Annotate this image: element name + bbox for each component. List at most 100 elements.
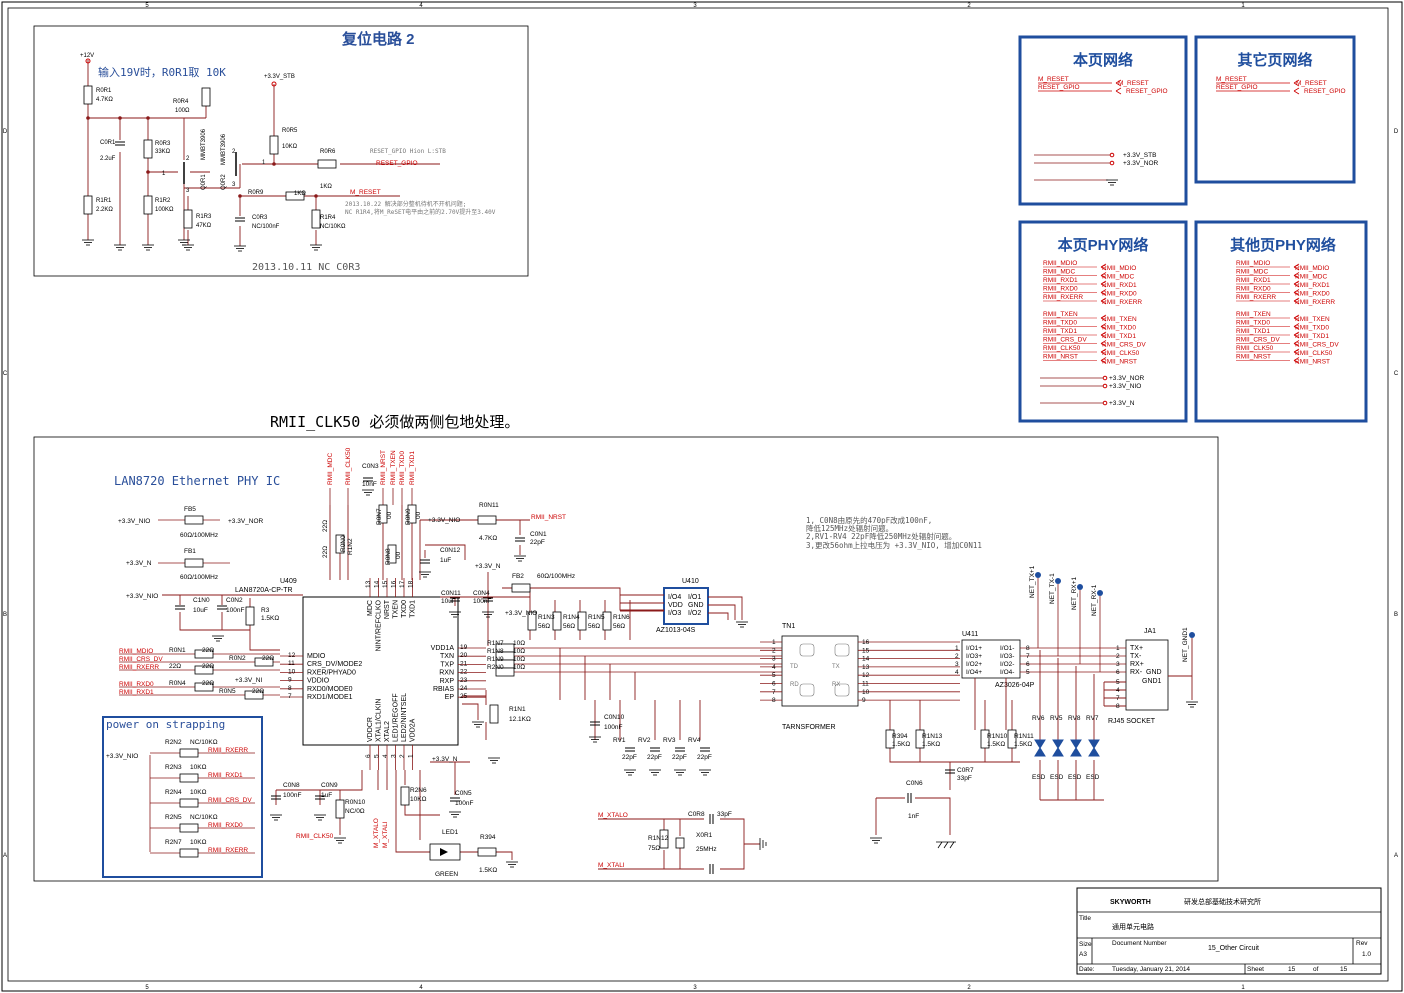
cap-c0n4	[483, 597, 493, 602]
tb-date-label: Date:	[1079, 966, 1095, 973]
ic-left-pin-num-1: 11	[288, 660, 295, 667]
series-resistor-r0n6	[244, 690, 264, 700]
label-r0r1: R0R1	[96, 88, 112, 94]
chassis-ground	[936, 841, 956, 849]
u411-num-l-2: 3	[955, 661, 959, 668]
reset-circuit: 复位电路 2 输入19V时，R0R1取 10K 2013.10.11 NC C0…	[33, 25, 529, 277]
test-point-label-2: NET_RX+1	[1071, 577, 1078, 610]
strap-net-3: RMII_RXD0	[208, 822, 243, 829]
q0r2-pin-1: 1	[262, 160, 266, 166]
rail-ni-label: +3.3V_NI	[235, 677, 262, 684]
this_phy-left-net-9: RMII_CLK50	[1043, 345, 1081, 352]
u411-num-r-3: 5	[1026, 669, 1030, 676]
phy-components	[175, 477, 1198, 874]
tn1-rx: RX	[832, 682, 840, 688]
label-r0r1-value: 4.7KΩ	[96, 97, 113, 103]
ground-c0n7	[870, 837, 882, 844]
tvs-value-0: 22pF	[622, 754, 637, 761]
u411-num-l-3: 4	[955, 669, 959, 676]
other_phy-left-net-1: RMII_MDC	[1236, 269, 1268, 276]
c0n5-value: 100nF	[455, 800, 473, 807]
rj45-pin-gnd1: GND1	[1142, 678, 1162, 685]
pullup-r1n5	[577, 611, 587, 631]
ic-top-pin-1: NINT/REFCLKO	[376, 599, 383, 651]
ic-bottom-pin-0: VDDCR	[367, 717, 374, 742]
ic-left-pin-2: RXER/PHYAD0	[307, 669, 356, 676]
other_phy-right-net-5: RMII_TXEN	[1295, 316, 1330, 323]
esd-label-1: ESD	[1050, 774, 1064, 781]
c0n2-value: 100nF	[226, 607, 244, 614]
tn1-winding-0	[799, 643, 815, 657]
net-box-entries: M_RESETRESET_GPIOM_RESETRESET_GPIOM_RESE…	[1034, 76, 1346, 407]
ic-top-pin-num-4: 17	[399, 580, 406, 588]
rj45-num-3: 6	[1116, 669, 1120, 676]
tb-sheet: 15	[1288, 966, 1296, 973]
other_phy-connector-1	[1293, 272, 1300, 279]
series-tx-ref-0: R1N7	[487, 640, 504, 647]
strap-val-2: 10KΩ	[190, 789, 207, 796]
test-point-gnd-label: NET_GND1	[1182, 627, 1189, 662]
net-top-4: RMII_TXD0	[399, 451, 406, 485]
this_phy-left-net-1: RMII_MDC	[1043, 269, 1075, 276]
strap-val-4: 10KΩ	[190, 839, 207, 846]
cap-c0n3	[363, 477, 373, 482]
resistor-r1n2	[335, 534, 345, 554]
note-line-1: 1, C0N8由原先的470pF改成100nF,	[806, 515, 932, 525]
termination-75-wires	[875, 700, 1020, 835]
rail-n-label: +3.3V_N	[126, 560, 152, 567]
note-line-2: 降低125MHz处辐射问题。	[806, 523, 893, 533]
this_phy-right-net-5: RMII_TXEN	[1102, 316, 1137, 323]
ground-bottom-2	[334, 837, 346, 844]
tvs-value-1: 22pF	[647, 754, 662, 761]
reset-title: 复位电路 2	[341, 30, 415, 48]
other_phy-right-net-6: RMII_TXD0	[1295, 325, 1329, 332]
series-ref-2: R0N4	[169, 680, 186, 687]
label-r0r3-value: 33KΩ	[155, 149, 171, 155]
box-this-page-net	[1018, 35, 1188, 206]
ground-tvs-2	[674, 769, 686, 776]
this_phy-connector-0	[1100, 263, 1107, 271]
c0n9-value: 1uF	[321, 792, 332, 799]
net-top-5: RMII_TXD1	[409, 451, 416, 485]
series-resistor-r0n5	[194, 682, 214, 692]
box-other-page-title: 其它页网络	[1237, 51, 1312, 69]
rj45-pin-3: RX-	[1130, 669, 1143, 676]
tn1-pin-r-3: 13	[862, 664, 870, 671]
top-resistor-r0n8	[387, 544, 397, 564]
this_phy-left-net-0: RMII_MDIO	[1043, 260, 1077, 267]
r1n1-ref: R1N1	[509, 706, 526, 713]
label-q0r2: Q0R2	[221, 174, 227, 190]
tn1-pin-r-7: 9	[862, 697, 866, 704]
esd-ref-2: RV8	[1068, 715, 1081, 722]
other_page-left-net-0: M_RESET	[1216, 76, 1247, 83]
resistor-r2n6	[400, 786, 410, 806]
label-r0r5-value: 10KΩ	[282, 144, 298, 150]
c0n12-ref: C0N12	[440, 547, 461, 554]
net-top-2: RMII_NRST	[380, 450, 387, 485]
c0n10-ref: C0N10	[604, 714, 625, 721]
u411-num-r-0: 8	[1026, 645, 1030, 652]
net-left-rmii_rxerr: RMII_RXERR	[119, 664, 159, 671]
tb-company: SKYWORTH	[1110, 899, 1151, 906]
ic-top-pin-num-0: 13	[365, 580, 372, 588]
u411-pin-l-2: I/O2+	[966, 661, 982, 668]
phy-title: LAN8720 Ethernet PHY IC	[114, 474, 280, 488]
rj45-num-7: 8	[1116, 703, 1120, 710]
resistor-r1r2	[143, 195, 153, 215]
c0n9-ref: C0N9	[321, 782, 338, 789]
series-value-4: 22Ω	[252, 688, 264, 695]
ic-right-pin-num-6: 25	[460, 693, 468, 700]
rail-nio-pullup: +3.3V_NIO	[505, 610, 537, 617]
tn1-label: TARNSFORMER	[782, 724, 836, 731]
border-col-top-1: 1	[1241, 3, 1245, 9]
border-col-top-3: 3	[693, 3, 697, 9]
resistor-r0r1	[83, 85, 93, 105]
ic-left-pin-num-2: 10	[288, 668, 296, 675]
series-r2n0	[495, 667, 515, 677]
tvs-ref-2: RV3	[663, 737, 676, 744]
this-page-rail-marker-1	[1109, 160, 1115, 166]
strap-resistor-0	[179, 748, 199, 758]
resistor-r0n11	[477, 515, 497, 525]
series-tx-value-1: 10Ω	[513, 648, 525, 655]
